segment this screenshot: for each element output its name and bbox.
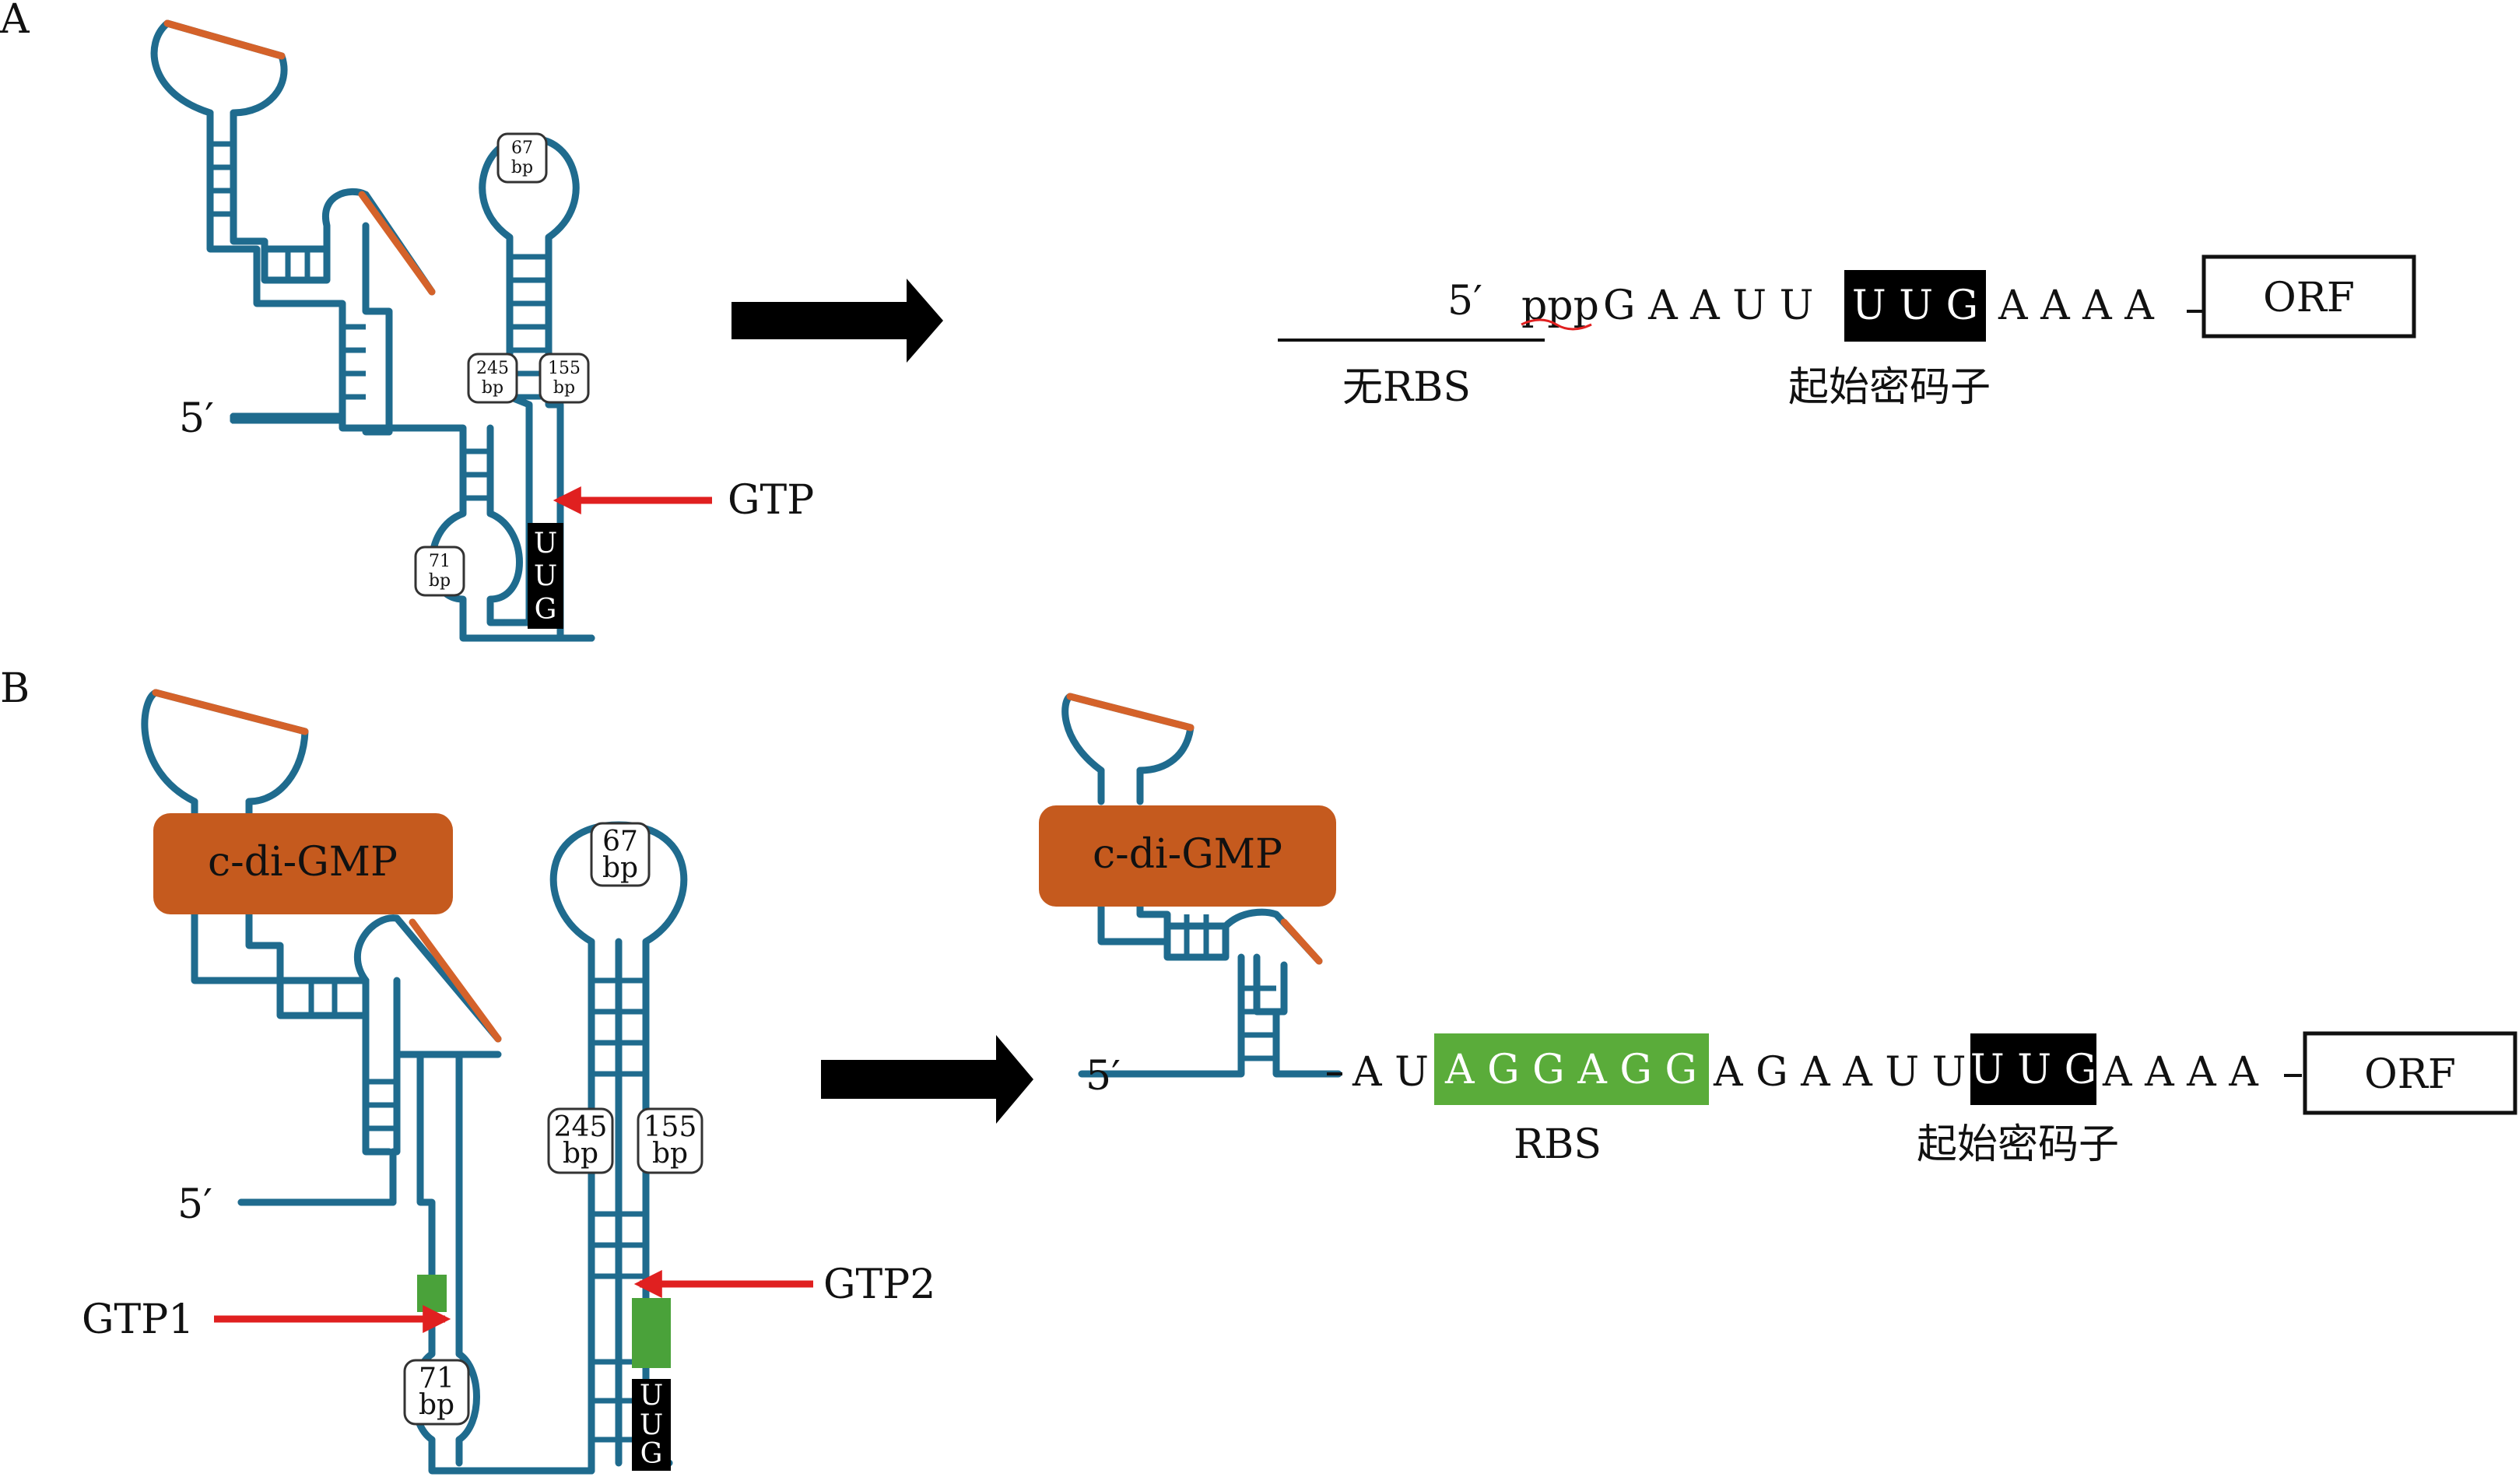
svg-text:155: 155	[644, 1111, 697, 1143]
panel-b-c-di-gmp-ligand-right: c-di-GMP	[1039, 805, 1336, 907]
svg-text:71: 71	[419, 1363, 454, 1395]
svg-text:U: U	[640, 1409, 663, 1441]
svg-text:U: U	[640, 1380, 663, 1412]
svg-text:bp: bp	[511, 158, 533, 177]
panel-b-c-di-gmp-ligand: c-di-GMP	[153, 813, 453, 914]
panel-a-start-codon-box	[1844, 270, 1986, 342]
panel-b-bp-71-box: 71 bp	[403, 1359, 470, 1426]
panel-a-bp-155-box: 155 bp	[539, 353, 590, 404]
panel-b-bp-245-box: 245 bp	[547, 1107, 614, 1174]
panel-b-gtp2-label: GTP2	[823, 1261, 935, 1308]
panel-a-rna-structure	[150, 19, 595, 642]
panel-b-rbs-label: RBS	[1514, 1121, 1602, 1168]
panel-b-seq-mid: A G A A U U	[1713, 1049, 1966, 1096]
panel-b-gtp1-label: GTP1	[82, 1296, 194, 1343]
panel-b-five-prime-left: 5′	[177, 1181, 212, 1228]
svg-text:U: U	[534, 560, 557, 592]
panel-b-transition-arrow	[821, 1035, 1033, 1124]
panel-b-five-prime-seq: 5′	[1086, 1053, 1121, 1100]
panel-b-seq-after: A A A A	[2102, 1049, 2259, 1096]
svg-text:bp: bp	[602, 852, 638, 884]
panel-a: A	[0, 0, 2416, 642]
panel-a-bp-245-box: 245 bp	[467, 353, 518, 404]
panel-a-ppp-underline	[1521, 318, 1592, 331]
panel-a-ppp: ppp	[1521, 282, 1599, 329]
panel-b-rbs-seq: A G G A G G	[1444, 1047, 1697, 1093]
panel-a-seq-after: A A A A	[1998, 282, 2155, 329]
panel-b-right-rna-structure	[1061, 693, 1342, 1078]
panel-a-bp-67-box: 67 bp	[496, 132, 548, 184]
svg-text:bp: bp	[652, 1138, 688, 1170]
panel-a-gtp-label: GTP	[728, 477, 814, 524]
panel-a-bp-71-box: 71 bp	[414, 546, 465, 597]
panel-b-bp-67-box: 67 bp	[590, 822, 651, 887]
svg-text:67: 67	[511, 139, 533, 158]
panel-b-seq-start: A U	[1352, 1049, 1429, 1096]
svg-text:155: 155	[548, 359, 581, 378]
panel-a-start-codon-label: 起始密码子	[1788, 364, 1991, 411]
svg-text:245: 245	[476, 359, 509, 378]
panel-b-rbs-box	[1434, 1033, 1709, 1105]
svg-text:bp: bp	[553, 378, 575, 398]
panel-b-orf-box	[2303, 1031, 2517, 1115]
panel-a-no-rbs-label: 无RBS	[1342, 364, 1471, 411]
panel-b-start-codon-box	[1970, 1033, 2096, 1105]
panel-b-label: B	[0, 665, 30, 712]
panel-b-start-codon-label: 起始密码子	[1917, 1121, 2119, 1168]
panel-a-start-codon-text: U U G	[1852, 282, 1978, 329]
panel-b-gtp1-site	[417, 1275, 447, 1312]
panel-b: B	[0, 665, 2517, 1475]
panel-a-sequence: 5′ ppp G A A U U U U G A A A A ORF 无RBS …	[1278, 254, 2416, 411]
panel-b-bp-155-box: 155 bp	[637, 1107, 703, 1174]
panel-b-orf-text: ORF	[2364, 1051, 2456, 1098]
svg-text:bp: bp	[419, 1389, 454, 1421]
svg-text:bp: bp	[563, 1138, 598, 1170]
panel-a-label: A	[0, 0, 30, 43]
svg-text:71: 71	[429, 552, 451, 571]
panel-b-sequence: A U A G G A G G A G A A U U U U G A A A …	[1327, 1031, 2517, 1168]
panel-a-seq-before: G A A U U	[1603, 282, 1813, 329]
svg-text:bp: bp	[429, 571, 451, 591]
panel-a-five-prime-seq: 5′	[1447, 278, 1482, 325]
panel-b-gtp2-site	[632, 1298, 671, 1368]
panel-a-transition-arrow	[731, 279, 943, 363]
panel-a-orf-box	[2201, 254, 2416, 339]
panel-b-rna-structure	[141, 689, 688, 1475]
svg-text:245: 245	[554, 1111, 608, 1143]
panel-a-five-prime-left: 5′	[179, 395, 214, 442]
panel-a-orf-text: ORF	[2263, 275, 2355, 321]
svg-text:c-di-GMP: c-di-GMP	[208, 839, 398, 886]
panel-b-start-codon-text: U U G	[1970, 1047, 2096, 1093]
panel-b-uug-codon: U U G	[632, 1379, 671, 1471]
svg-text:U: U	[534, 528, 557, 560]
panel-a-uug-codon: U U G	[528, 523, 563, 629]
svg-text:c-di-GMP: c-di-GMP	[1093, 831, 1282, 878]
svg-text:G: G	[535, 594, 557, 626]
svg-text:bp: bp	[482, 378, 503, 398]
svg-text:67: 67	[602, 826, 638, 858]
svg-text:G: G	[640, 1438, 663, 1470]
